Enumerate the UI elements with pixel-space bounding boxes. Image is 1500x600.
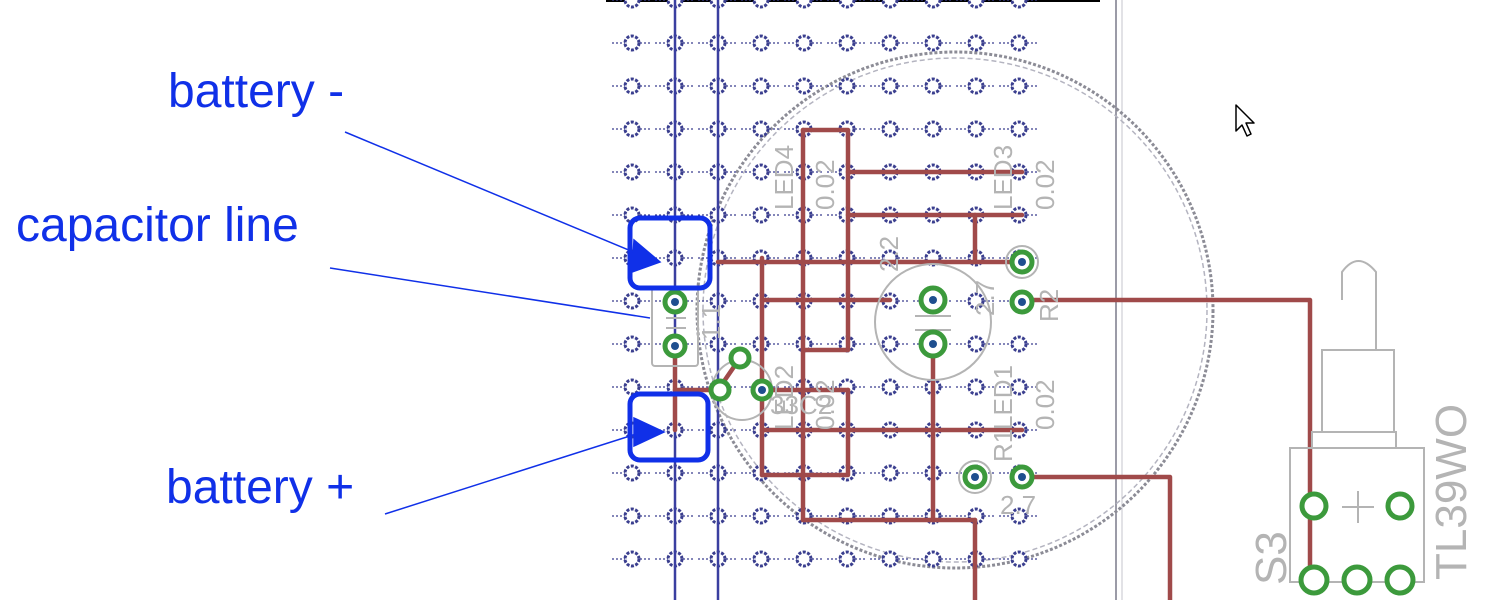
pad: [967, 292, 985, 310]
annotation-boxes: [627, 215, 713, 463]
highlight-battery-plus: [627, 391, 711, 463]
silk-33c2: 33C2: [770, 390, 832, 420]
silk-led2-value: 0.02: [810, 379, 840, 430]
pad: [752, 550, 770, 568]
silk-led1: LED1: [988, 365, 1018, 430]
pad: [838, 77, 856, 95]
silk-switch-part: TL39WO: [1427, 404, 1476, 580]
pad: [623, 292, 641, 310]
pad: [881, 0, 899, 9]
pad: [752, 34, 770, 52]
pad: [838, 0, 856, 9]
pad: [967, 120, 985, 138]
pad: [795, 550, 813, 568]
pad: [881, 335, 899, 353]
label-battery-minus: battery -: [168, 65, 345, 118]
pad: [752, 120, 770, 138]
pad: [623, 163, 641, 181]
pad: [752, 507, 770, 525]
silk-r2: R2: [1034, 289, 1064, 322]
pad: [924, 120, 942, 138]
silk-c2-value: 2.2: [874, 236, 904, 272]
pad: [881, 77, 899, 95]
pad: [623, 378, 641, 396]
label-capacitor-line: capacitor line: [16, 199, 299, 252]
pad: [967, 77, 985, 95]
pad: [924, 550, 942, 568]
pad: [924, 0, 942, 9]
pad: [752, 163, 770, 181]
pad: [752, 77, 770, 95]
pad: [967, 335, 985, 353]
pad: [924, 34, 942, 52]
pad: [967, 378, 985, 396]
mouse-pointer-icon: [1235, 104, 1255, 137]
silk-led3: LED3: [988, 145, 1018, 210]
pad: [881, 34, 899, 52]
pad: [795, 34, 813, 52]
pad: [623, 464, 641, 482]
pad: [795, 0, 813, 9]
pad: [838, 34, 856, 52]
pad: [1010, 550, 1028, 568]
pad: [623, 335, 641, 353]
pad: [967, 0, 985, 9]
copper-traces: [672, 127, 1313, 600]
pad: [1010, 378, 1028, 396]
component-pad-cores: [671, 258, 1026, 481]
silk-led4: LED4: [769, 145, 799, 210]
pad: [752, 206, 770, 224]
pad: [623, 77, 641, 95]
pad: [838, 550, 856, 568]
annotation-leaders: [329, 131, 666, 515]
pad: [1010, 507, 1028, 525]
silk-r1-value: 2.7: [1000, 490, 1036, 520]
pad: [967, 34, 985, 52]
pad: [1010, 335, 1028, 353]
pad: [1010, 0, 1028, 9]
silk-switch-name: S3: [1247, 531, 1296, 585]
pad: [881, 464, 899, 482]
pad: [623, 34, 641, 52]
silk-r1: R1: [988, 429, 1018, 462]
highlight-battery-minus: [627, 215, 713, 291]
pad: [924, 77, 942, 95]
silk-led2: LED2: [769, 365, 799, 430]
pad: [623, 0, 641, 9]
pad: [881, 378, 899, 396]
component-pads: [662, 249, 1416, 596]
silk-r2-value: 2.7: [970, 280, 1000, 316]
label-battery-plus: battery +: [166, 461, 355, 514]
pad: [623, 120, 641, 138]
silk-led1-value: 0.02: [1030, 379, 1060, 430]
pad: [795, 77, 813, 95]
pad: [1010, 120, 1028, 138]
pad: [752, 0, 770, 9]
pad: [623, 550, 641, 568]
silk-c1-value: 1.1: [696, 304, 726, 340]
silk-led4-value: 0.02: [810, 159, 840, 210]
pad: [881, 120, 899, 138]
pad: [1010, 34, 1028, 52]
silk-led3-value: 0.02: [1030, 159, 1060, 210]
pad: [881, 550, 899, 568]
pad: [1010, 77, 1028, 95]
pad: [623, 507, 641, 525]
